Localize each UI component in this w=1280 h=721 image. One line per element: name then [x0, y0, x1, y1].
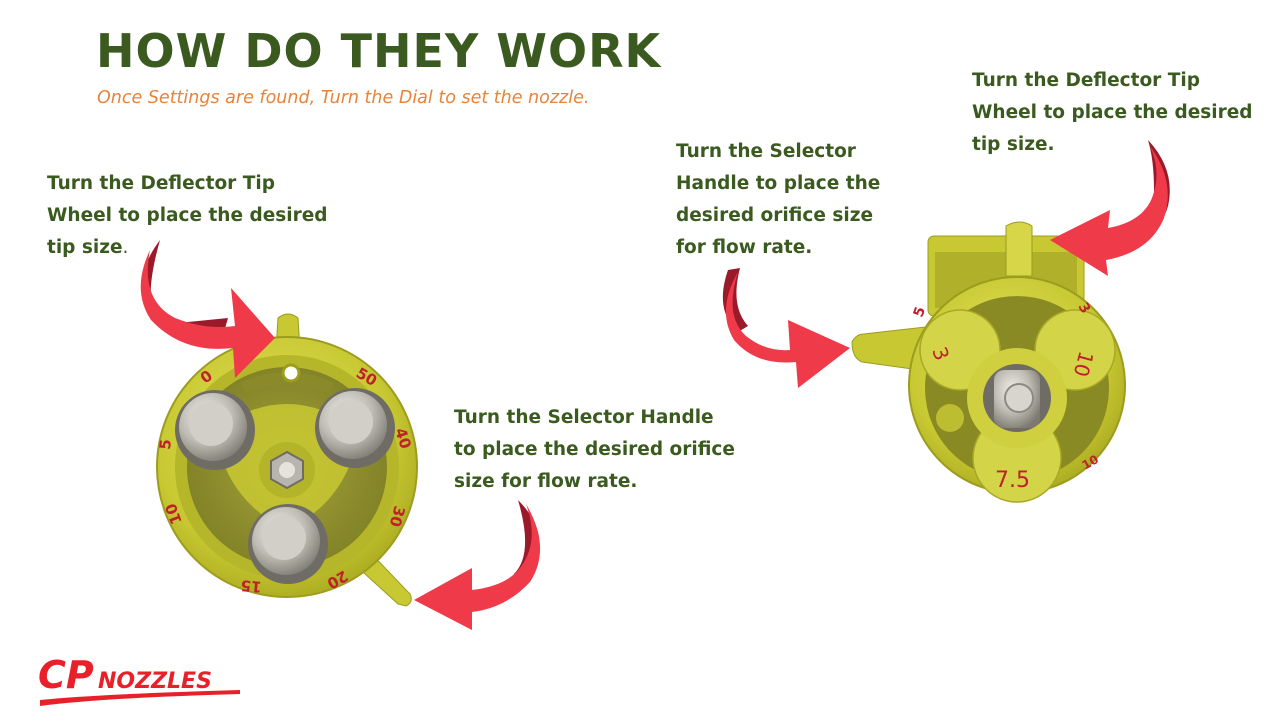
instruction-line: size for flow rate.	[454, 471, 638, 492]
left-nozzle-graphic: 0 50 40 30 20 15 10 5	[156, 313, 418, 607]
tip-number: 5	[911, 305, 929, 320]
instruction-line: desired orifice size	[676, 205, 874, 226]
instruction-line: tip size.	[972, 134, 1055, 155]
dial-number: 5	[156, 438, 175, 450]
page-title: HOW DO THEY WORK	[96, 24, 662, 78]
logo-nozzles-text: NOZZLES	[98, 669, 212, 694]
instruction-period: .	[122, 237, 129, 258]
dial-number: 40	[391, 426, 415, 451]
metal-plug	[248, 504, 328, 584]
instruction-line: Handle to place the	[676, 173, 881, 194]
curved-arrow-icon	[140, 240, 275, 378]
dial-number: 15	[240, 576, 262, 596]
curved-arrow-icon	[1050, 140, 1170, 276]
right-deflector-instruction: Turn the Deflector Tip Wheel to place th…	[972, 65, 1253, 161]
cp-nozzles-logo: CP NOZZLES	[38, 653, 240, 706]
right-selector-instruction: Turn the Selector Handle to place the de…	[676, 136, 880, 264]
metal-plug	[315, 388, 395, 468]
metal-plug	[175, 390, 255, 470]
instruction-line: Wheel to place the desired	[972, 102, 1253, 123]
dial-number: 30	[386, 504, 409, 529]
instruction-line: tip size.	[47, 237, 129, 258]
left-deflector-instruction: Turn the Deflector Tip Wheel to place th…	[47, 168, 328, 264]
instruction-line: Turn the Deflector Tip	[972, 70, 1200, 91]
left-selector-instruction: Turn the Selector Handle to place the de…	[454, 402, 735, 498]
right-nozzle-graphic: 3 10 7.5 5 3 10	[851, 221, 1126, 503]
tip-number: 7.5	[995, 468, 1030, 493]
instruction-line: for flow rate.	[676, 237, 813, 258]
page-subtitle: Once Settings are found, Turn the Dial t…	[97, 88, 590, 108]
curved-arrow-icon	[414, 500, 541, 630]
instruction-line: Turn the Deflector Tip	[47, 173, 275, 194]
instruction-line: Wheel to place the desired	[47, 205, 328, 226]
instruction-line: to place the desired orifice	[454, 439, 735, 460]
instruction-line: Turn the Selector Handle	[454, 407, 714, 428]
curved-arrow-icon	[722, 268, 850, 388]
instruction-line: Turn the Selector	[676, 141, 856, 162]
logo-cp-text: CP	[38, 653, 94, 697]
